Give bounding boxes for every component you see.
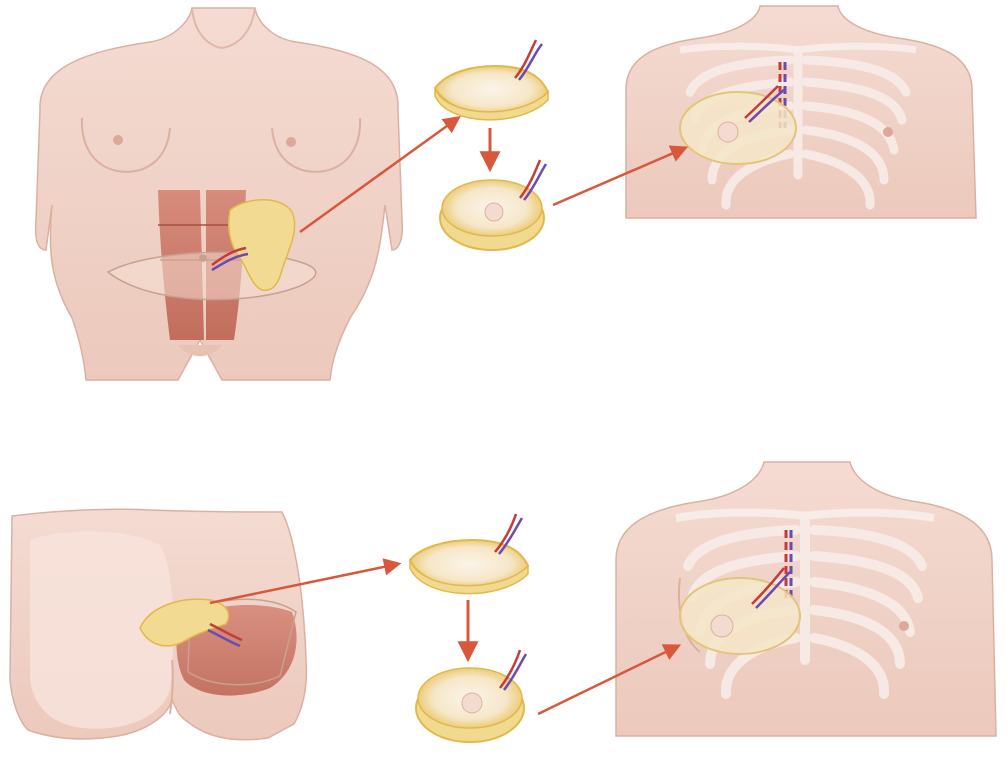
shaped-flap-round <box>440 160 546 250</box>
reconstructed-breast-flap <box>680 92 796 164</box>
clavicles <box>676 513 934 519</box>
left-nipple <box>113 135 123 145</box>
umbilicus <box>199 254 207 262</box>
abdominal-flap-row <box>36 6 976 380</box>
harvested-gluteal-crescent <box>410 514 528 594</box>
recipient-chest-top <box>626 6 976 218</box>
gluteal-flap-row <box>10 462 996 742</box>
buttocks-donor <box>10 509 306 739</box>
right-nipple <box>286 137 296 147</box>
right-nipple <box>899 621 909 631</box>
reconstructed-breast-flap <box>680 578 800 654</box>
clavicles <box>680 46 916 50</box>
areola-marking <box>485 203 503 221</box>
harvested-flap-crescent <box>435 40 548 120</box>
shaped-gluteal-flap-round <box>416 650 526 742</box>
female-torso-donor <box>36 8 403 380</box>
areola-marking <box>462 693 482 713</box>
right-nipple <box>883 127 893 137</box>
areola-marking <box>718 122 738 142</box>
recipient-chest-bottom <box>616 462 996 736</box>
areola-marking <box>711 615 733 637</box>
